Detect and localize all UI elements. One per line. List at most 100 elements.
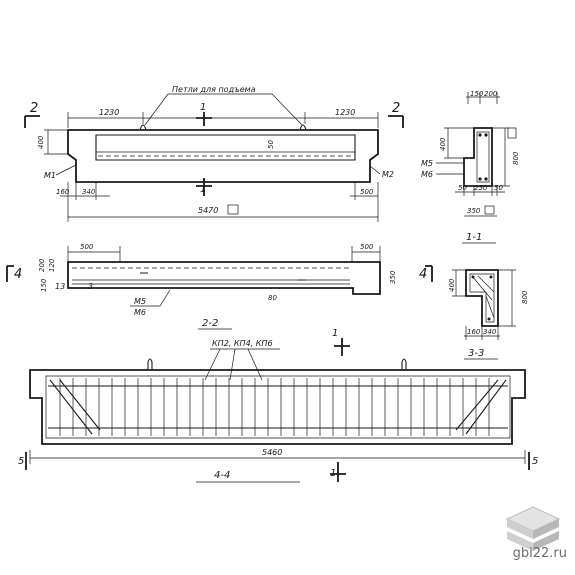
sec11-bar-4	[484, 177, 488, 181]
sec11-bar-2	[484, 133, 488, 137]
sec11-400-dim	[444, 127, 474, 159]
elevation-view: Петли для подъема 1230 1230 2 2 1 400 50…	[24, 85, 404, 222]
sec33-dim-400: 400	[448, 278, 456, 292]
dim-500: 500	[360, 188, 374, 196]
sec22-top-dims	[67, 246, 381, 262]
sec11-tag-leaders	[436, 162, 464, 175]
sec44-total-dim	[29, 450, 526, 464]
sec44-dim-5460: 5460	[262, 448, 282, 457]
watermark-logo-icon	[505, 506, 561, 551]
sec11-bottom-dim	[455, 186, 505, 196]
sec22-dim-80: 80	[268, 294, 277, 302]
sec11-dim-50b: 50	[494, 184, 503, 192]
height-dim-line	[44, 129, 68, 155]
section-2-left-mark: 2	[30, 101, 38, 116]
dim-160: 160	[56, 188, 70, 196]
sec33-dim-800: 800	[521, 290, 529, 304]
sec22-tag-m6: M6	[134, 308, 146, 317]
dim-340: 340	[82, 188, 96, 196]
section-2-2: 500 500 200 120 150 13 3 350 4 4 M5 M6 8…	[6, 243, 433, 330]
ref-box-icon	[227, 204, 239, 215]
sec11-dim-150: 150	[470, 90, 484, 98]
sec44-inner	[45, 375, 511, 439]
sec33-diagonals	[471, 275, 495, 319]
cages-caption: КП2, КП4, КП6	[212, 339, 273, 348]
beam-outline	[67, 129, 379, 183]
sec11-outline	[463, 127, 493, 187]
sec11-tag-m5: M5	[421, 159, 433, 168]
sec33-title: 3-3	[468, 348, 484, 359]
sec11-dim-800: 800	[512, 151, 520, 165]
dim-left-1230: 1230	[99, 108, 119, 117]
sec22-dim-350: 350	[389, 270, 397, 284]
sec11-dim-350: 350	[467, 207, 481, 215]
sec44-section-1-bottom-arrow	[330, 462, 346, 482]
sec44-section-1-top-arrow	[334, 338, 350, 356]
sec22-outline	[67, 261, 381, 295]
section-2-right-arrow	[388, 115, 404, 128]
sec22-dim-120: 120	[48, 258, 56, 272]
loop-leader-left	[144, 93, 169, 126]
section-5-right-mark: 5	[532, 456, 538, 467]
sec11-top-dim	[466, 92, 500, 104]
sec33-bottom-dim	[464, 326, 500, 340]
sec11-tag-m6: M6	[421, 170, 433, 179]
tag-m2: M2	[382, 170, 394, 179]
sec11-dim-400: 400	[439, 137, 447, 151]
section-1-top-mark: 1	[200, 102, 206, 113]
sec22-markers	[140, 272, 306, 281]
tag-m1-leader	[55, 164, 77, 176]
section-4-left-mark: 4	[14, 267, 22, 282]
section-4-right-arrow	[425, 265, 433, 282]
lifting-loop-left	[139, 124, 147, 131]
sec11-dim-50a: 50	[458, 184, 467, 192]
sec33-400-dim	[452, 269, 466, 297]
cages-leaders	[204, 348, 263, 381]
section-2-left-arrow	[24, 115, 40, 128]
sec22-tag-leader	[130, 289, 171, 307]
sec44-lifting-loops	[147, 358, 407, 370]
loop-leader-right	[271, 93, 303, 126]
watermark-text: gbi22.ru	[512, 546, 567, 561]
section-1-1: 150 200 400 800 M5 M6 50 250 50 350 1-1	[421, 90, 520, 244]
sec22-title: 2-2	[202, 318, 218, 329]
section-4-4: КП2, КП4, КП6 1 5460 5 5 1 4-4	[18, 328, 538, 483]
sec33-outline	[465, 269, 499, 327]
tag-m1: M1	[44, 171, 56, 180]
sec22-rebar-bottom	[72, 279, 350, 285]
lifting-loop-right	[299, 124, 307, 131]
section-1-top-arrow	[196, 112, 212, 126]
sec44-outline	[29, 369, 526, 445]
sec11-bar-1	[478, 133, 482, 137]
sec11-ref-box	[507, 127, 517, 139]
sec22-dim-150: 150	[40, 278, 48, 292]
sec22-dim-500-right: 500	[360, 243, 374, 251]
section-1-bottom-arrow	[196, 178, 212, 196]
section-3-3: 400 800 160 340 3-3	[448, 269, 529, 360]
sec33-bar-1	[471, 275, 475, 279]
sec44-section-1-top-mark: 1	[332, 328, 338, 339]
section-4-left-arrow	[6, 265, 14, 282]
sec11-dim-200: 200	[484, 90, 498, 98]
section-5-left-mark: 5	[18, 456, 24, 467]
sec33-bar-2	[489, 275, 493, 279]
sec33-rebar	[469, 273, 495, 323]
dim-total-5470: 5470	[198, 206, 218, 215]
sec22-tag-m5: M5	[134, 297, 146, 306]
sec33-800-dim	[498, 269, 516, 327]
sec11-title: 1-1	[466, 232, 482, 243]
lifting-loops-caption: Петли для подъема	[172, 85, 256, 94]
section-2-right-mark: 2	[392, 101, 400, 116]
dim-height-400: 400	[37, 135, 45, 149]
sec44-diagonal-bars	[49, 379, 507, 435]
sec11-ref-box-2	[484, 205, 495, 215]
sec33-bar-3	[487, 317, 491, 321]
sec22-dim-500-left: 500	[80, 243, 94, 251]
dim-50: 50	[267, 140, 275, 149]
sec44-stirrups	[48, 378, 508, 436]
sec11-bar-3	[478, 177, 482, 181]
tag-m2-leader	[369, 165, 381, 175]
sec11-dim-250: 250	[474, 184, 488, 192]
sec33-dim-340: 340	[483, 328, 497, 336]
